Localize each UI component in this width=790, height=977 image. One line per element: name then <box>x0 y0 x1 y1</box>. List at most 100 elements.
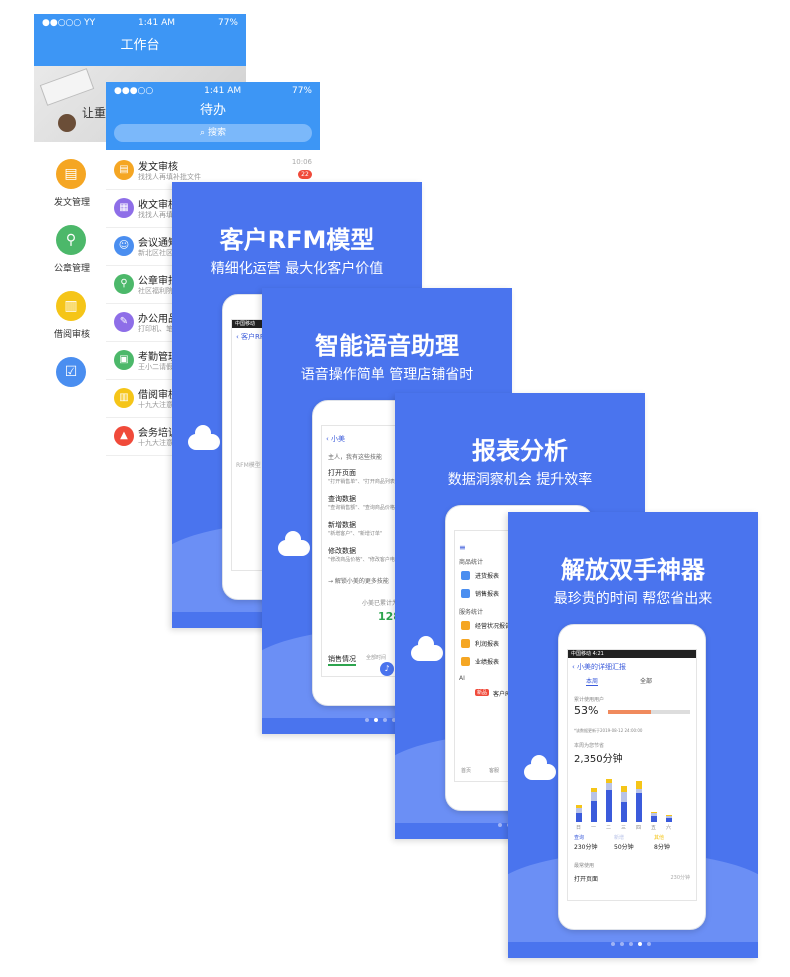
page-dot[interactable] <box>638 942 642 946</box>
page-dot[interactable] <box>374 718 378 722</box>
assistant-intro: 主人，我有这些技能 <box>328 454 383 461</box>
skill-title[interactable]: 修改数据 <box>328 547 356 555</box>
chart-bar <box>606 779 612 783</box>
skill-title[interactable]: 查询数据 <box>328 495 356 503</box>
nav-title: ‹ 小美的详细汇报 <box>572 663 627 671</box>
chart-bar <box>666 818 672 822</box>
report-icon[interactable] <box>461 639 470 648</box>
skill-title[interactable]: 打开页面 <box>328 469 356 477</box>
cloud-decoration <box>188 425 220 450</box>
chart-tick-label: 二 <box>606 825 612 831</box>
battery-text: 77% <box>217 18 238 28</box>
chart-bar <box>651 813 657 817</box>
chart-tick-label: 四 <box>636 825 642 831</box>
skill-title[interactable]: 新增数据 <box>328 521 356 529</box>
rfm-note: RFM模型 <box>236 462 261 469</box>
chart-bar <box>606 789 612 822</box>
nav-title: ‹ 客户RFM <box>236 333 270 341</box>
pen-icon: ✎ <box>114 312 134 332</box>
page-dot[interactable] <box>498 823 502 827</box>
page-dots <box>611 942 651 946</box>
chart-bar <box>591 787 597 792</box>
search-bar[interactable]: ⌕ 搜索 <box>114 124 312 142</box>
report-icon[interactable] <box>461 657 470 666</box>
ai-item[interactable]: 客户RFM <box>493 691 518 698</box>
menu-icon[interactable]: ≡ <box>459 543 466 552</box>
page-dot[interactable] <box>647 942 651 946</box>
chart-bar <box>621 792 627 802</box>
page-dot[interactable] <box>392 718 396 722</box>
time-text: 1:41 AM <box>138 18 176 28</box>
page-dot[interactable] <box>365 718 369 722</box>
report-item[interactable]: 利润报表 <box>475 641 500 648</box>
chart-bar <box>651 816 657 822</box>
report-item[interactable]: 经营状况报告 <box>475 623 512 630</box>
todo-title: 发文审核 <box>138 162 178 173</box>
todo-subtitle: 十九大注意 <box>138 439 173 447</box>
report-item[interactable]: 进货报表 <box>475 573 500 580</box>
feature-card: 解放双手神器最珍贵的时间 帮您省出来中国移动 4:21‹ 小美的详细汇报本周全部… <box>508 512 758 958</box>
bottom-tab[interactable]: 客服 <box>489 768 500 774</box>
skill-desc: "修改商品价格"、"修改客户电话" <box>328 557 403 563</box>
app-label: 公章管理 <box>53 264 90 274</box>
skill-desc: "新增客户"、"新增订单" <box>328 531 383 537</box>
period-tab[interactable]: 全部时间 <box>366 655 387 661</box>
report-icon[interactable] <box>461 589 470 598</box>
stamp-icon[interactable]: ⚲ <box>56 225 86 255</box>
cloud-decoration <box>411 636 443 661</box>
report-icon[interactable] <box>461 571 470 580</box>
unread-badge: 22 <box>298 170 312 179</box>
page-dot[interactable] <box>629 942 633 946</box>
card-subtitle: 数据洞察机会 提升效率 <box>447 472 593 488</box>
report-item[interactable]: 业绩报表 <box>475 659 500 666</box>
page-title: 待办 <box>199 103 226 118</box>
stamp-icon: ⚲ <box>114 274 134 294</box>
report-icon[interactable] <box>461 621 470 630</box>
app-label: 借阅审核 <box>53 330 90 340</box>
todo-subtitle: 找找人再填 <box>138 211 173 219</box>
todo-title: 借阅审核 <box>138 390 178 401</box>
todo-title: 收文审核 <box>138 200 178 211</box>
report-item[interactable]: 销售报表 <box>475 591 500 598</box>
more-skills-link[interactable]: → 解锁小美的更多技能 <box>328 578 389 585</box>
chart-bar <box>621 786 627 792</box>
todo-title: 公章审批 <box>138 276 178 287</box>
bottom-tab[interactable]: 首页 <box>461 768 472 774</box>
cloud-decoration <box>278 531 310 556</box>
graduation-icon: ▲ <box>114 426 134 446</box>
microphone-icon[interactable]: ♪ <box>380 662 394 676</box>
chart-bar <box>576 807 582 814</box>
chart-bar <box>621 802 627 822</box>
chart-bar <box>651 812 657 814</box>
chart-bar <box>576 813 582 822</box>
page-dot[interactable] <box>383 718 387 722</box>
report-tab[interactable]: 本周 <box>586 678 599 686</box>
page-dot[interactable] <box>611 942 615 946</box>
usage-value: 53% <box>574 704 599 717</box>
keyboard-shape <box>39 68 95 106</box>
todo-title: 考勤管理 <box>138 352 178 363</box>
chart-bar <box>591 792 597 801</box>
banner-text: 让重 <box>82 106 107 120</box>
chart-bar <box>636 780 642 790</box>
document-icon[interactable]: ▤ <box>56 159 86 189</box>
book-icon: ▥ <box>114 388 134 408</box>
status-bar: 中国移动 4:21 <box>568 650 696 658</box>
book-icon[interactable]: ▥ <box>56 291 86 321</box>
todo-time: 10:06 <box>291 158 312 166</box>
inbox-icon: ▦ <box>114 198 134 218</box>
app-label: 发文管理 <box>53 198 90 208</box>
chart-bar <box>576 804 582 808</box>
saved-label: 本周为您节省 <box>574 743 605 749</box>
common-item: 打开页面 <box>574 876 599 883</box>
page-dot[interactable] <box>620 942 624 946</box>
stat-label: 小美已累计为您 <box>362 600 405 607</box>
stat-value: 230分钟 <box>574 844 598 851</box>
clipboard-icon[interactable]: ☑ <box>56 357 86 387</box>
sales-tab[interactable]: 销售情况 <box>328 654 356 666</box>
todo-subtitle: 打印机、笔 <box>138 325 173 333</box>
stat-name: 新增 <box>614 835 625 841</box>
search-icon: ⌕ <box>200 128 206 138</box>
report-tab[interactable]: 全部 <box>640 678 653 685</box>
